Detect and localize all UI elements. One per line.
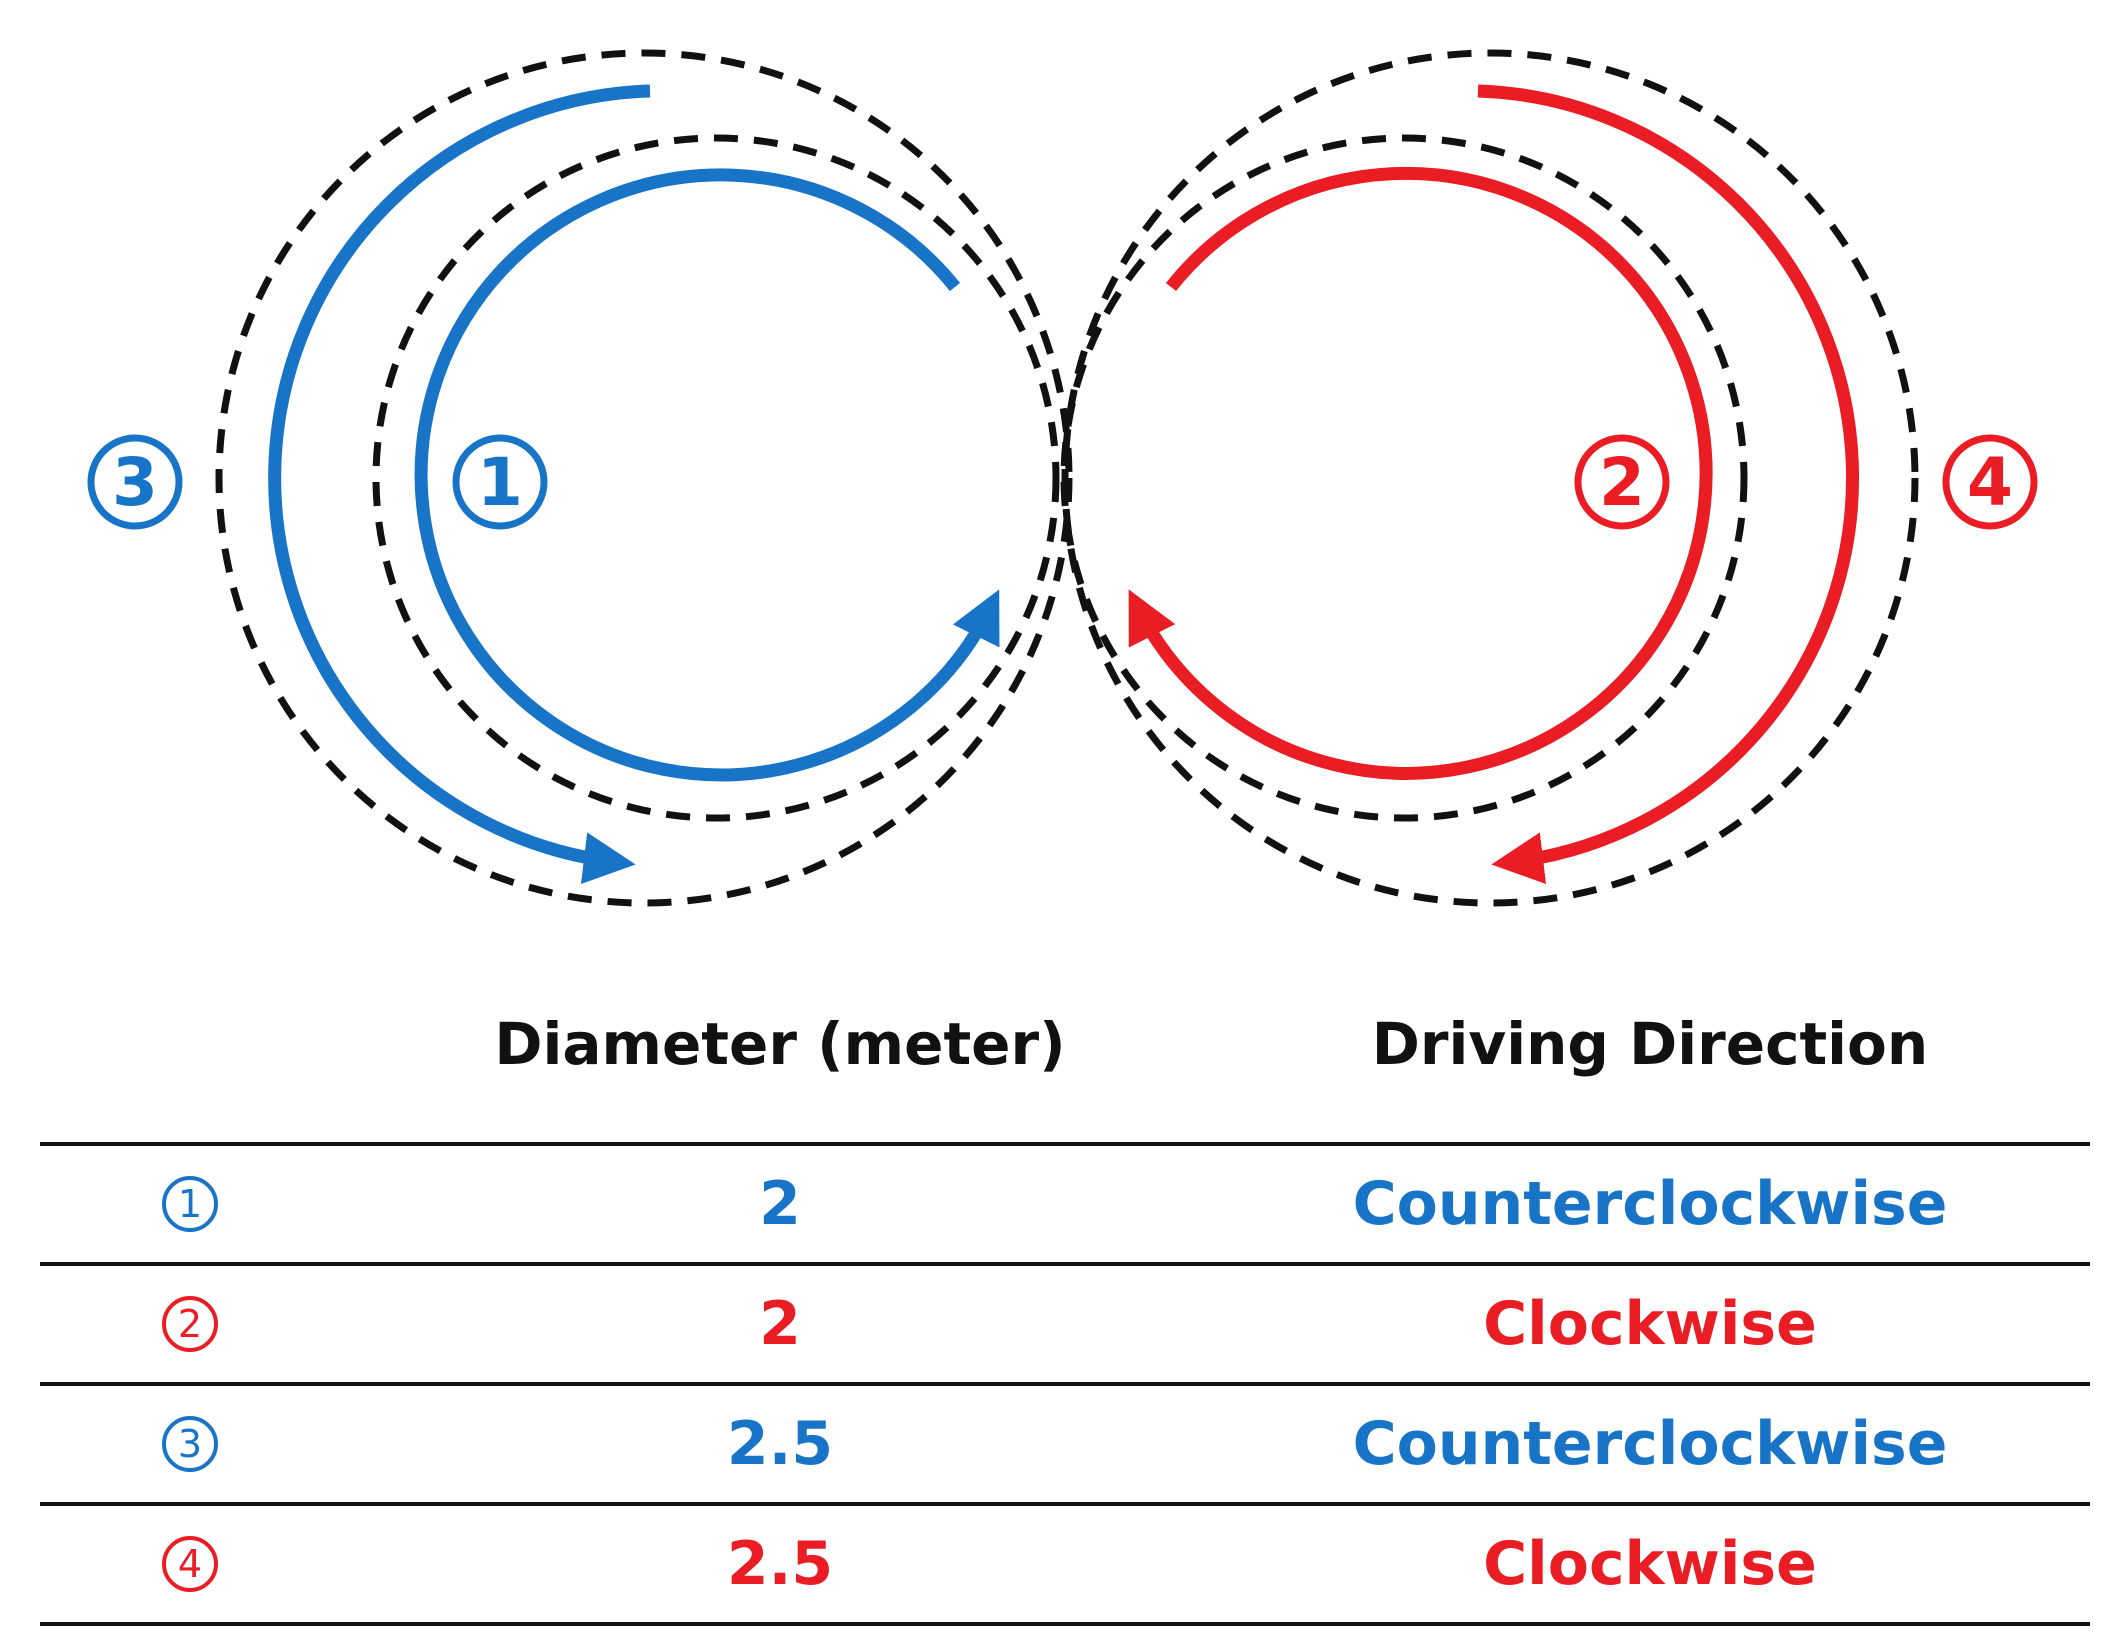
table-row: 3 2.5 Counterclockwise <box>40 1382 2090 1502</box>
row-diameter: 2.5 <box>726 1409 834 1479</box>
circular-paths-diagram: 3 1 2 4 <box>87 49 2038 907</box>
path-spec-table: Diameter (meter) Driving Direction 1 2 C… <box>40 990 2090 1626</box>
row-diameter: 2 <box>759 1169 801 1239</box>
row-id-badge: 1 <box>162 1176 218 1232</box>
row-direction: Counterclockwise <box>1352 1409 1948 1479</box>
svg-text:4: 4 <box>1967 444 2013 521</box>
row-direction: Clockwise <box>1483 1529 1817 1599</box>
table-row: 4 2.5 Clockwise <box>40 1502 2090 1626</box>
left-inner-dashed-circle <box>372 134 1060 822</box>
path-1-arc <box>414 168 1000 782</box>
right-outer-dashed-circle <box>1061 49 1919 907</box>
svg-text:3: 3 <box>112 444 158 521</box>
right-inner-dashed-circle <box>1060 134 1748 822</box>
row-id-badge: 3 <box>162 1416 218 1472</box>
marker-1: 1 <box>452 434 548 530</box>
header-direction: Driving Direction <box>1371 1010 1929 1078</box>
svg-text:2: 2 <box>1599 444 1645 521</box>
path-3-arc <box>268 84 651 884</box>
row-diameter: 2 <box>759 1289 801 1359</box>
path-2-arc <box>1128 166 1713 780</box>
table-row: 1 2 Counterclockwise <box>40 1142 2090 1262</box>
row-id-badge: 2 <box>162 1296 218 1352</box>
row-diameter: 2.5 <box>726 1529 834 1599</box>
svg-text:1: 1 <box>477 444 523 521</box>
row-direction: Counterclockwise <box>1352 1169 1948 1239</box>
row-id-badge: 4 <box>162 1536 218 1592</box>
header-diameter: Diameter (meter) <box>494 1010 1066 1078</box>
table-header: Diameter (meter) Driving Direction <box>40 990 2090 1142</box>
row-direction: Clockwise <box>1483 1289 1817 1359</box>
table-row: 2 2 Clockwise <box>40 1262 2090 1382</box>
marker-4: 4 <box>1942 434 2038 530</box>
marker-2: 2 <box>1574 434 1670 530</box>
left-outer-dashed-circle <box>215 49 1073 907</box>
path-4-arc <box>1477 84 1859 885</box>
marker-3: 3 <box>87 434 183 530</box>
